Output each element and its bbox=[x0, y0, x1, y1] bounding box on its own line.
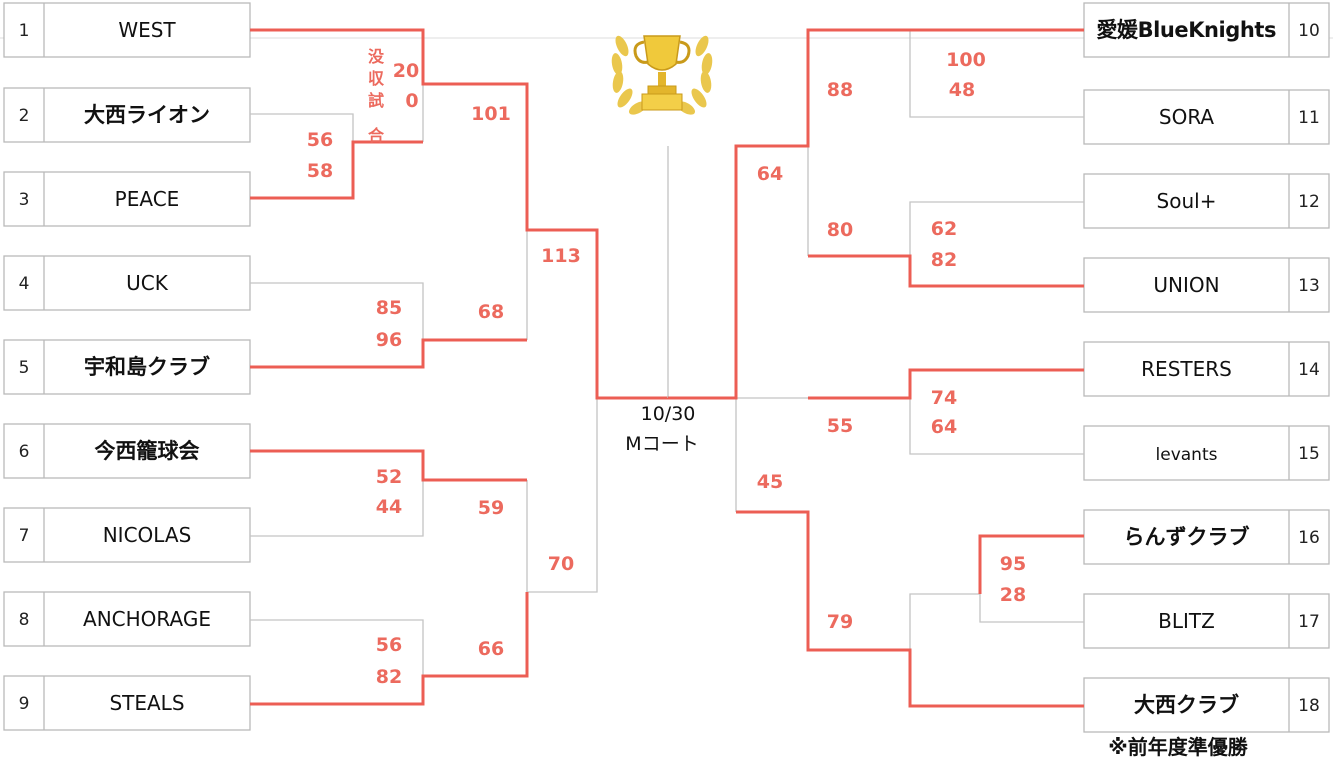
team-name: BLITZ bbox=[1158, 609, 1215, 633]
seed-number: 5 bbox=[19, 358, 30, 378]
score: 44 bbox=[376, 496, 402, 518]
score: 45 bbox=[757, 471, 783, 493]
team-row-6: 6 今西籠球会 bbox=[4, 424, 250, 478]
team-name: UNION bbox=[1153, 273, 1219, 297]
team-row-7: 7 NICOLAS bbox=[4, 508, 250, 562]
team-name: 大西ライオン bbox=[84, 103, 210, 127]
team-row-15: 15 levants bbox=[1084, 426, 1329, 480]
seed-number: 4 bbox=[19, 274, 30, 294]
score: 56 bbox=[307, 129, 333, 151]
seed-number: 1 bbox=[19, 21, 30, 41]
forfeit-char-1: 没 bbox=[368, 47, 385, 66]
team-row-8: 8 ANCHORAGE bbox=[4, 592, 250, 646]
team-name: 愛媛BlueKnights bbox=[1097, 18, 1277, 42]
seed-number: 16 bbox=[1298, 528, 1320, 548]
team-name: 宇和島クラブ bbox=[84, 355, 210, 379]
team-row-5: 5 宇和島クラブ bbox=[4, 340, 250, 394]
team-row-18: 18 大西クラブ bbox=[1084, 678, 1329, 732]
score: 28 bbox=[1000, 584, 1026, 606]
final-date: 10/30 bbox=[641, 403, 696, 425]
score: 101 bbox=[471, 103, 511, 125]
score: 52 bbox=[376, 466, 402, 488]
team-row-2: 2 大西ライオン bbox=[4, 88, 250, 142]
team-row-4: 4 UCK bbox=[4, 256, 250, 310]
previous-runner-up-note: ※前年度準優勝 bbox=[1108, 735, 1248, 759]
score: 82 bbox=[931, 249, 957, 271]
seed-number: 12 bbox=[1298, 192, 1320, 212]
score: 85 bbox=[376, 297, 402, 319]
score: 100 bbox=[946, 49, 986, 71]
team-name: WEST bbox=[118, 18, 176, 42]
score: 64 bbox=[757, 163, 783, 185]
score: 82 bbox=[376, 666, 402, 688]
seed-number: 15 bbox=[1298, 444, 1320, 464]
score: 48 bbox=[949, 79, 975, 101]
left-loser-lines bbox=[250, 84, 597, 676]
score: 56 bbox=[376, 634, 402, 656]
seed-number: 11 bbox=[1298, 108, 1320, 128]
seed-number: 14 bbox=[1298, 360, 1320, 380]
score: 95 bbox=[1000, 553, 1026, 575]
score: 68 bbox=[478, 301, 504, 323]
forfeit-char-2: 収 bbox=[368, 69, 385, 88]
seed-number: 7 bbox=[19, 526, 30, 546]
team-row-3: 3 PEACE bbox=[4, 172, 250, 226]
seed-number: 13 bbox=[1298, 276, 1320, 296]
final-court: Mコート bbox=[625, 433, 698, 455]
team-row-10: 10 愛媛BlueKnights bbox=[1084, 3, 1329, 57]
score: 79 bbox=[827, 611, 853, 633]
team-name: 大西クラブ bbox=[1134, 693, 1239, 717]
score: 74 bbox=[931, 387, 957, 409]
team-row-16: 16 らんずクラブ bbox=[1084, 510, 1329, 564]
team-row-13: 13 UNION bbox=[1084, 258, 1329, 312]
seed-number: 2 bbox=[19, 106, 30, 126]
score: 66 bbox=[478, 638, 504, 660]
team-row-12: 12 Soul+ bbox=[1084, 174, 1329, 228]
score: 0 bbox=[405, 90, 418, 112]
score: 113 bbox=[541, 245, 581, 267]
team-boxes: 1 WEST 2 大西ライオン 3 PEACE 4 UCK 5 宇和島クラブ 6 今西籠球会 7 NICO… bbox=[4, 3, 1329, 732]
team-name: ANCHORAGE bbox=[83, 607, 211, 631]
team-row-17: 17 BLITZ bbox=[1084, 594, 1329, 648]
team-row-1: 1 WEST bbox=[4, 3, 250, 57]
team-name: PEACE bbox=[115, 187, 180, 211]
score: 59 bbox=[478, 497, 504, 519]
team-name: SORA bbox=[1159, 105, 1215, 129]
seed-number: 17 bbox=[1298, 612, 1320, 632]
team-name: UCK bbox=[126, 271, 169, 295]
score: 64 bbox=[931, 416, 957, 438]
team-name: levants bbox=[1156, 445, 1218, 465]
seed-number: 8 bbox=[19, 610, 30, 630]
score: 62 bbox=[931, 218, 957, 240]
team-name: Soul+ bbox=[1157, 189, 1217, 213]
team-row-14: 14 RESTERS bbox=[1084, 342, 1329, 396]
seed-number: 10 bbox=[1298, 21, 1320, 41]
team-row-9: 9 STEALS bbox=[4, 676, 250, 730]
team-name: STEALS bbox=[109, 691, 184, 715]
seed-number: 3 bbox=[19, 190, 30, 210]
forfeit-char-4: 合 bbox=[368, 126, 385, 145]
score: 70 bbox=[548, 553, 574, 575]
team-name: 今西籠球会 bbox=[95, 439, 200, 463]
score: 88 bbox=[827, 79, 853, 101]
team-name: NICOLAS bbox=[103, 523, 192, 547]
score: 80 bbox=[827, 219, 853, 241]
team-row-11: 11 SORA bbox=[1084, 90, 1329, 144]
right-scores: 100 48 88 64 80 62 82 74 64 55 45 95 28 … bbox=[757, 49, 1026, 633]
team-name: らんずクラブ bbox=[1124, 525, 1250, 549]
score: 20 bbox=[393, 60, 419, 82]
seed-number: 9 bbox=[19, 694, 30, 714]
score: 55 bbox=[827, 415, 853, 437]
seed-number: 6 bbox=[19, 442, 30, 462]
seed-number: 18 bbox=[1298, 696, 1320, 716]
score: 58 bbox=[307, 160, 333, 182]
team-name: RESTERS bbox=[1141, 357, 1232, 381]
score: 96 bbox=[376, 329, 402, 351]
forfeit-char-3: 試 bbox=[368, 91, 384, 110]
trophy-icon bbox=[610, 34, 714, 117]
